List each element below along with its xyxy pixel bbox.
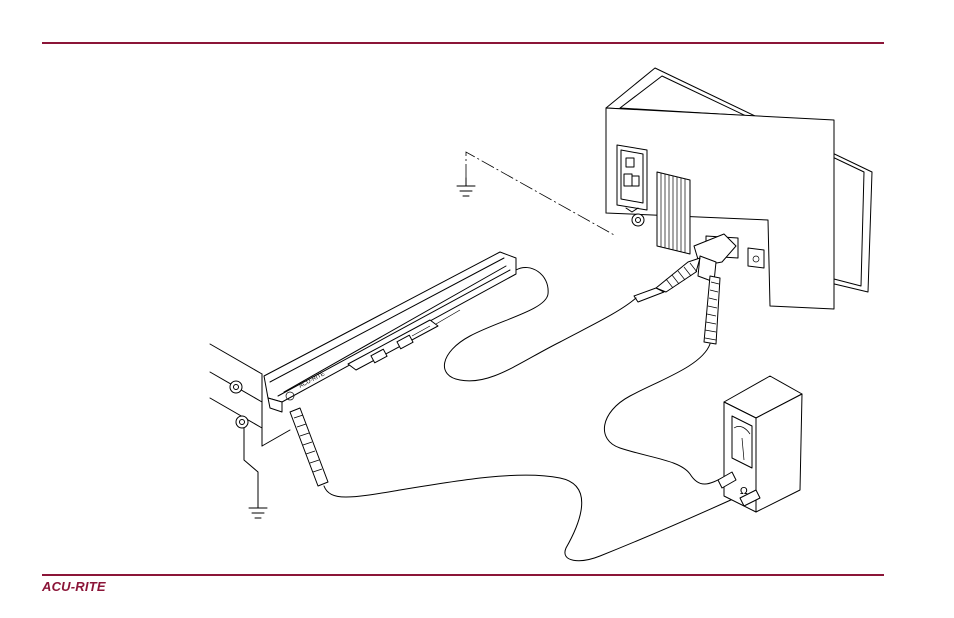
ohmmeter-icon: Ω <box>718 376 802 512</box>
footer-rule <box>42 574 884 576</box>
ground-symbol <box>249 500 267 518</box>
ground-symbol <box>457 178 475 196</box>
brand-logo-text: ACU-RITE <box>42 579 106 594</box>
readout-unit <box>606 68 872 309</box>
scale-cable-armor <box>290 408 328 486</box>
ohm-symbol: Ω <box>740 486 748 497</box>
power-switch-icon <box>617 145 647 212</box>
